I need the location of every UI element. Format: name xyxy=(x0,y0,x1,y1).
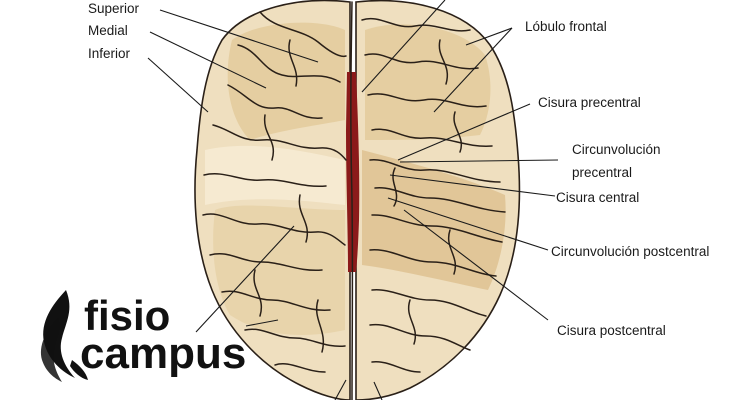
fisiocampus-logo: fisio campus xyxy=(40,290,246,382)
label-lobulo-frontal: Lóbulo frontal xyxy=(525,19,607,34)
longitudinal-fissure xyxy=(346,72,360,272)
label-circunvolucion-precentral-line2: precentral xyxy=(572,165,632,180)
label-superior: Superior xyxy=(88,1,140,16)
logo-line1: fisio xyxy=(84,292,170,339)
label-cisura-precentral: Cisura precentral xyxy=(538,95,641,110)
label-cisura-central: Cisura central xyxy=(556,190,639,205)
label-inferior: Inferior xyxy=(88,46,131,61)
flame-icon xyxy=(40,290,88,382)
label-circunvolucion-precentral-line1: Circunvolución xyxy=(572,142,661,157)
midline xyxy=(350,1,354,400)
label-medial: Medial xyxy=(88,23,128,38)
label-cisura-postcentral: Cisura postcentral xyxy=(557,323,666,338)
diagram-labels: Superior Medial Inferior Lóbulo frontal … xyxy=(88,1,709,338)
logo-line2: campus xyxy=(80,329,246,378)
left-parietal-shade xyxy=(213,205,345,335)
left-frontal-shade xyxy=(227,22,345,141)
left-light-band xyxy=(205,145,345,205)
label-circunvolucion-postcentral: Circunvolución postcentral xyxy=(551,244,709,259)
leader-lines xyxy=(147,0,559,400)
